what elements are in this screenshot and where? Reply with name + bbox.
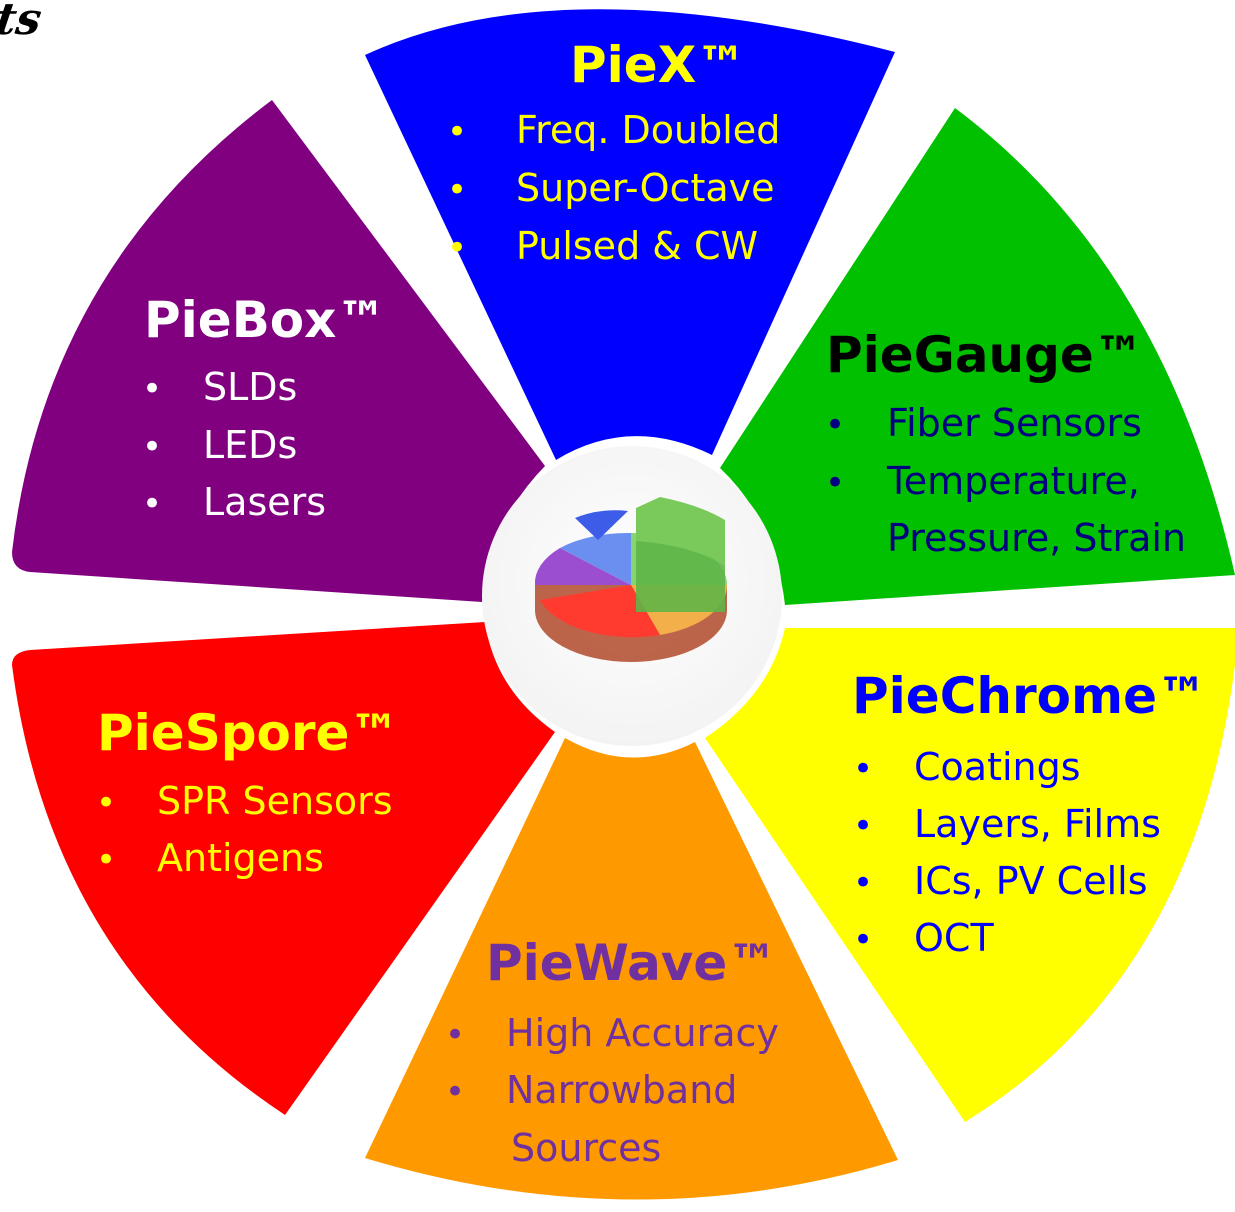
segment-piechrome-item-4: OCT bbox=[914, 916, 994, 960]
segment-piex-item-1: Freq. Doubled bbox=[516, 108, 780, 152]
segment-piespore[interactable]: PieSpore™ • SPR Sensors • Antigens bbox=[12, 622, 555, 1115]
segment-piespore-items: • SPR Sensors • Antigens bbox=[96, 779, 393, 880]
segment-piex-title: PieX™ bbox=[570, 36, 746, 94]
center-hub bbox=[482, 446, 782, 746]
segment-piechrome-item-2: Layers, Films bbox=[914, 802, 1161, 846]
segment-piewave-item-2: Narrowband bbox=[506, 1068, 737, 1112]
segment-piespore-shape bbox=[12, 622, 555, 1115]
segment-piespore-item-2: Antigens bbox=[157, 836, 324, 880]
bullet-icon: • bbox=[825, 405, 845, 445]
pie-chart-3d-icon bbox=[534, 497, 728, 662]
segment-piebox-items: • SLDs • LEDs • Lasers bbox=[142, 365, 326, 524]
bullet-icon: • bbox=[445, 1072, 465, 1112]
bullet-icon: • bbox=[853, 749, 873, 789]
segment-piebox-item-3: Lasers bbox=[203, 480, 326, 524]
bullet-icon: • bbox=[825, 463, 845, 503]
segment-piewave-item-1: High Accuracy bbox=[506, 1011, 779, 1055]
segment-piex-shape bbox=[365, 9, 895, 461]
segment-piewave-shape bbox=[365, 738, 898, 1200]
segment-piechrome-items: • Coatings • Layers, Films • ICs, PV Cel… bbox=[853, 745, 1161, 960]
segment-piespore-title: PieSpore™ bbox=[97, 704, 399, 762]
segment-piegauge[interactable]: PieGauge™ • Fiber Sensors • Temperature,… bbox=[720, 108, 1235, 605]
segment-piex-item-3: Pulsed & CW bbox=[516, 224, 758, 268]
segment-piechrome-title: PieChrome™ bbox=[852, 667, 1207, 725]
segment-piebox-item-2: LEDs bbox=[203, 423, 297, 467]
segment-piegauge-title: PieGauge™ bbox=[826, 326, 1144, 384]
segment-piespore-item-1: SPR Sensors bbox=[157, 779, 393, 823]
segment-piebox-title: PieBox™ bbox=[144, 291, 386, 349]
segment-piechrome-item-3: ICs, PV Cells bbox=[914, 859, 1148, 903]
segment-piex-items: • Freq. Doubled • Super-Octave • Pulsed … bbox=[447, 108, 780, 268]
segment-piewave-items: • High Accuracy • Narrowband Sources bbox=[445, 1011, 779, 1170]
segment-piegauge-item-3: Pressure, Strain bbox=[887, 516, 1186, 560]
bullet-icon: • bbox=[853, 863, 873, 903]
segment-piewave[interactable]: PieWave™ • High Accuracy • Narrowband So… bbox=[365, 738, 898, 1200]
bullet-icon: • bbox=[142, 484, 162, 524]
segment-piebox[interactable]: PieBox™ • SLDs • LEDs • Lasers bbox=[12, 100, 545, 602]
segment-piegauge-item-1: Fiber Sensors bbox=[887, 401, 1142, 445]
bullet-icon: • bbox=[142, 427, 162, 467]
segment-piex-item-2: Super-Octave bbox=[516, 166, 775, 210]
segment-piebox-shape bbox=[12, 100, 545, 602]
bullet-icon: • bbox=[96, 840, 116, 880]
segment-piegauge-item-2: Temperature, bbox=[886, 459, 1140, 503]
segment-piechrome-shape bbox=[705, 628, 1235, 1122]
segment-piegauge-shape bbox=[720, 108, 1235, 605]
bullet-icon: • bbox=[445, 1015, 465, 1055]
bullet-icon: • bbox=[853, 806, 873, 846]
bullet-icon: • bbox=[447, 170, 467, 210]
segment-piebox-item-1: SLDs bbox=[203, 365, 297, 409]
bullet-icon: • bbox=[447, 228, 467, 268]
segment-piechrome[interactable]: PieChrome™ • Coatings • Layers, Films • … bbox=[705, 628, 1235, 1122]
bullet-icon: • bbox=[853, 920, 873, 960]
bullet-icon: • bbox=[142, 369, 162, 409]
segment-piewave-title: PieWave™ bbox=[486, 934, 777, 992]
segment-piegauge-items: • Fiber Sensors • Temperature, Pressure,… bbox=[825, 401, 1186, 560]
segment-piechrome-item-1: Coatings bbox=[914, 745, 1081, 789]
segment-piex[interactable]: PieX™ • Freq. Doubled • Super-Octave • P… bbox=[365, 9, 895, 461]
bullet-icon: • bbox=[447, 112, 467, 152]
bullet-icon: • bbox=[96, 783, 116, 823]
segment-piewave-item-3: Sources bbox=[511, 1126, 661, 1170]
